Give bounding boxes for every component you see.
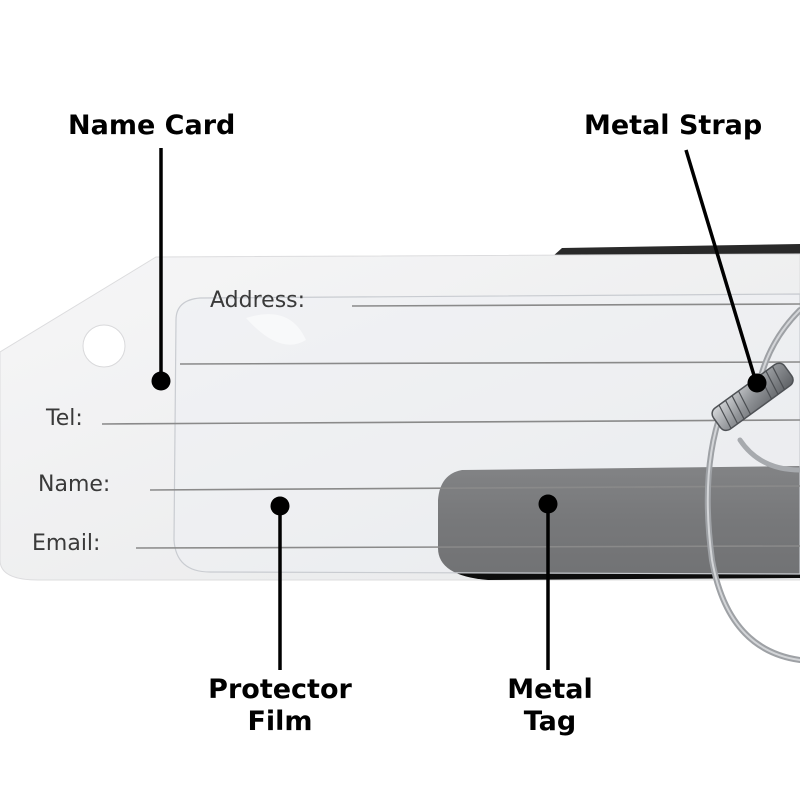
name-card-label-text: Name Card: [68, 110, 236, 141]
card-lines: [101, 303, 800, 549]
name-card-label: Name Card: [68, 110, 235, 142]
callout-pointers: [159, 148, 758, 670]
metal-strap-pointer-dot: [747, 373, 767, 393]
film-corner: [246, 314, 306, 345]
metal-tag-label-line1: Metal: [507, 674, 593, 705]
metal-strap-label: Metal Strap: [584, 110, 762, 142]
name-card-hole: [82, 324, 126, 368]
protector-film-label: Protector Film: [198, 674, 362, 738]
field-tel: Tel:: [45, 406, 83, 431]
name-card-pointer-dot: [151, 371, 171, 391]
metal-tag-label: Metal Tag: [500, 674, 600, 738]
field-address: Address:: [210, 288, 305, 313]
strap-barrel: [711, 362, 794, 432]
protector-film-label-line1: Protector: [208, 674, 352, 705]
field-email: Email:: [32, 531, 100, 556]
field-name: Name:: [38, 472, 110, 497]
protector-film-pointer-dot: [270, 496, 290, 516]
metal-tag-pointer-dot: [538, 494, 558, 514]
metal-strap: [704, 307, 800, 663]
metal-strap-label-text: Metal Strap: [584, 110, 763, 141]
metal-tag-label-line2: Tag: [523, 706, 577, 737]
protector-film-label-line2: Film: [247, 706, 313, 737]
